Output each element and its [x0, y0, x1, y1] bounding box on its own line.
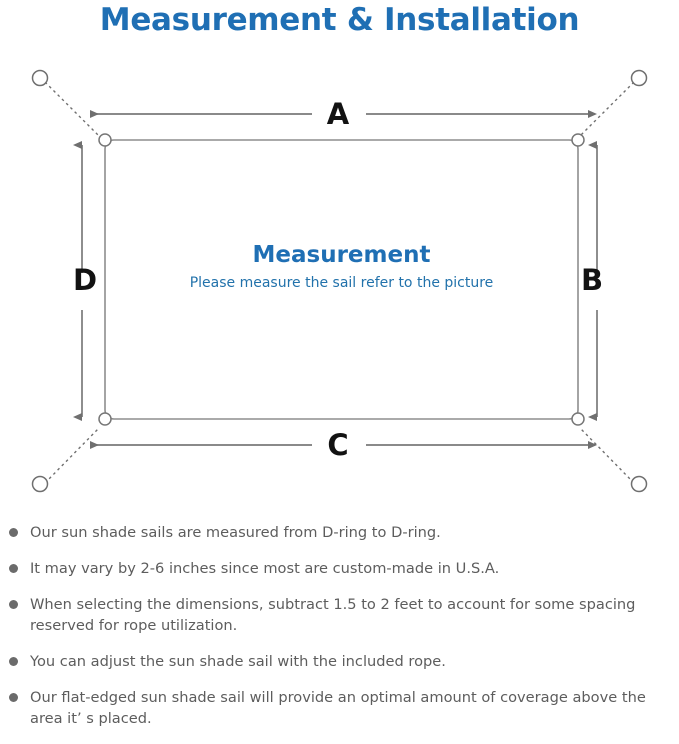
d-rings	[98, 133, 585, 426]
d-ring-bottom-right	[571, 412, 585, 426]
sail-measurement-diagram: Measurement Please measure the sail refe…	[0, 45, 679, 515]
anchor-point-bottom-right	[630, 475, 648, 493]
dimension-label-b: B	[580, 263, 604, 297]
anchor-points	[31, 69, 648, 493]
list-item: It may vary by 2-6 inches since most are…	[0, 558, 679, 579]
page-title: Measurement & Installation	[99, 2, 580, 38]
diagram-canvas	[31, 69, 648, 493]
sail-outline	[104, 139, 579, 420]
list-item: Our sun shade sails are measured from D-…	[0, 522, 679, 543]
rope-bottom-left	[44, 428, 99, 484]
anchor-point-top-left	[31, 69, 49, 87]
bullet-icon	[9, 564, 18, 573]
note-text: Our flat-edged sun shade sail will provi…	[30, 689, 646, 727]
d-ring-bottom-left	[98, 412, 112, 426]
rope-top-left	[44, 81, 99, 136]
note-text: When selecting the dimensions, subtract …	[30, 596, 636, 634]
d-ring-top-left	[98, 133, 112, 147]
rope-bottom-right	[580, 428, 635, 484]
bullet-icon	[9, 600, 18, 609]
dimension-label-a: A	[326, 97, 350, 131]
notes-list: Our sun shade sails are measured from D-…	[0, 522, 679, 744]
list-item: When selecting the dimensions, subtract …	[0, 594, 679, 636]
list-item: Our flat-edged sun shade sail will provi…	[0, 687, 679, 729]
anchor-point-top-right	[630, 69, 648, 87]
d-ring-top-right	[571, 133, 585, 147]
note-text: It may vary by 2-6 inches since most are…	[30, 560, 500, 577]
bullet-icon	[9, 657, 18, 666]
list-item: You can adjust the sun shade sail with t…	[0, 651, 679, 672]
anchor-point-bottom-left	[31, 475, 49, 493]
dimension-arrows	[73, 110, 598, 449]
dimension-label-c: C	[327, 428, 349, 462]
bullet-icon	[9, 693, 18, 702]
rope-top-right	[580, 81, 635, 136]
bullet-icon	[9, 528, 18, 537]
rope-lines	[44, 81, 635, 484]
note-text: You can adjust the sun shade sail with t…	[30, 653, 446, 670]
dimension-label-d: D	[72, 263, 98, 297]
note-text: Our sun shade sails are measured from D-…	[30, 524, 441, 541]
